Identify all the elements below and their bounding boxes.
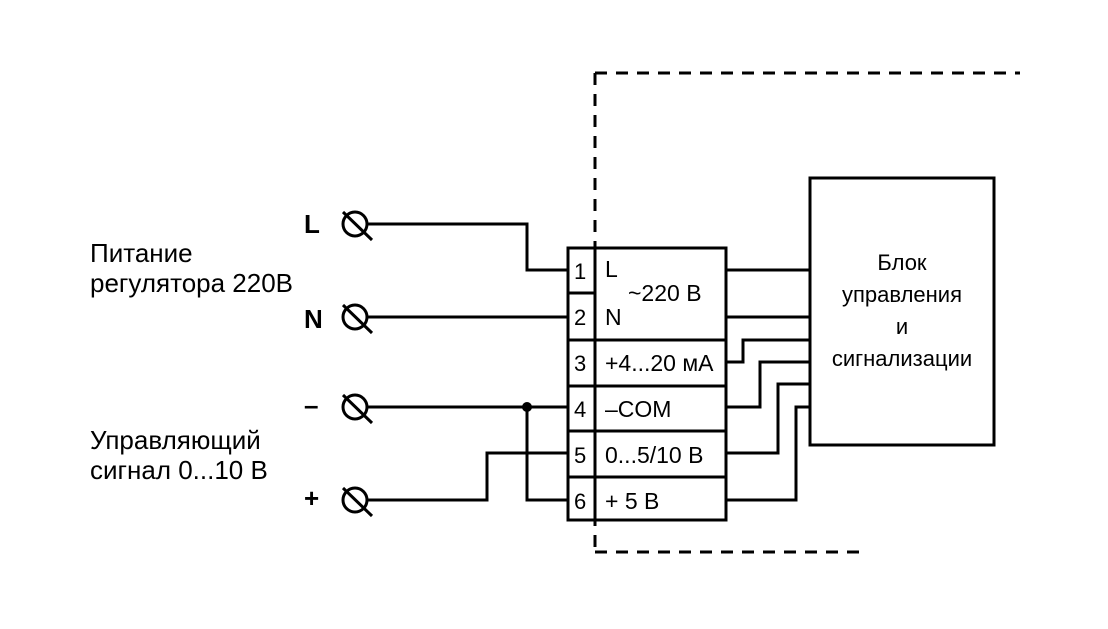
control-unit-label-line3: и: [896, 314, 908, 339]
signal-label-l: L: [605, 256, 618, 282]
signal-label-4-20ma: +4...20 мА: [605, 350, 714, 376]
signal-label-0-10v: 0...5/10 В: [605, 442, 703, 468]
screw-terminal-l-icon: [341, 210, 374, 242]
pin-number-5: 5: [574, 443, 586, 468]
pin-number-1: 1: [574, 259, 586, 284]
control-unit-label-line4: сигнализации: [832, 346, 972, 371]
screw-terminal-plus-icon: [341, 486, 374, 518]
control-unit-label-line1: Блок: [877, 250, 927, 275]
output-wires: [726, 268, 810, 502]
terminal-symbol-l: L: [304, 209, 320, 239]
control-signal-label-line1: Управляющий: [90, 425, 261, 455]
signal-label-ac220: ~220 В: [628, 280, 702, 306]
terminal-symbol-plus: +: [304, 483, 319, 513]
signal-label-n: N: [605, 304, 622, 330]
control-signal-label-line2: сигнал 0...10 В: [90, 455, 268, 485]
enclosure-boundary: [593, 71, 1020, 555]
control-unit-block: [808, 176, 996, 447]
control-unit-label-line2: управления: [842, 282, 962, 307]
terminal-symbol-minus: –: [304, 390, 318, 420]
junction-dot: [522, 402, 532, 412]
pin-number-6: 6: [574, 489, 586, 514]
input-wires: [367, 222, 568, 502]
signal-label-com: –COM: [605, 396, 671, 422]
screw-terminal-minus-icon: [341, 393, 374, 425]
pin-number-3: 3: [574, 351, 586, 376]
signal-label-5v: + 5 В: [605, 488, 659, 514]
power-label-line2: регулятора 220В: [90, 268, 293, 298]
pin-number-4: 4: [574, 397, 586, 422]
terminal-symbol-n: N: [304, 304, 323, 334]
pin-number-2: 2: [574, 305, 586, 330]
screw-terminal-n-icon: [341, 303, 374, 335]
connector-block: [566, 246, 728, 522]
power-label-line1: Питание: [90, 238, 193, 268]
